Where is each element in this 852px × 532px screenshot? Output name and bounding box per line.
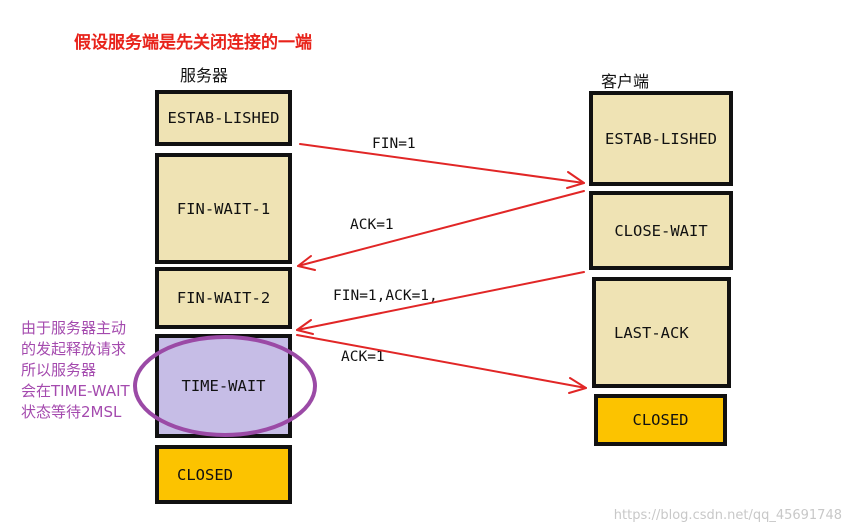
note-line: 由于服务器主动 <box>21 319 127 337</box>
arrowhead-ack-1 <box>297 255 316 271</box>
server-state-established: ESTAB-LISHED <box>155 90 292 146</box>
arrow-fin <box>299 143 585 184</box>
server-state-time-wait: TIME-WAIT <box>155 334 292 438</box>
client-state-last-ack: LAST-ACK <box>592 277 731 388</box>
server-state-fin-wait-1: FIN-WAIT-1 <box>155 153 292 264</box>
arrowhead-fin-ack <box>296 319 314 335</box>
client-state-closed: CLOSED <box>594 394 727 446</box>
note-line: 的发起释放请求 <box>21 340 127 358</box>
message-ack-1: ACK=1 <box>350 217 394 233</box>
message-fin-ack: FIN=1,ACK=1, <box>333 288 438 304</box>
arrow-ack-1 <box>297 190 585 267</box>
message-fin: FIN=1 <box>372 136 416 152</box>
server-state-closed: CLOSED <box>155 445 292 504</box>
note-line: 所以服务器 <box>21 361 97 379</box>
client-state-close-wait: CLOSE-WAIT <box>589 191 733 270</box>
server-label: 服务器 <box>180 66 229 85</box>
arrowhead-fin <box>566 171 585 189</box>
client-label: 客户端 <box>601 72 650 91</box>
note-line: 状态等待2MSL <box>21 403 122 421</box>
server-state-fin-wait-2: FIN-WAIT-2 <box>155 267 292 329</box>
diagram-title: 假设服务端是先关闭连接的一端 <box>74 33 312 53</box>
message-ack-2: ACK=1 <box>341 349 385 365</box>
note-line: 会在TIME-WAIT <box>21 382 130 400</box>
arrowhead-ack-2 <box>568 377 587 394</box>
watermark: https://blog.csdn.net/qq_45691748 <box>613 508 842 523</box>
client-state-established: ESTAB-LISHED <box>589 91 733 186</box>
time-wait-note: 由于服务器主动 的发起释放请求 所以服务器 会在TIME-WAIT 状态等待2M… <box>21 318 161 423</box>
